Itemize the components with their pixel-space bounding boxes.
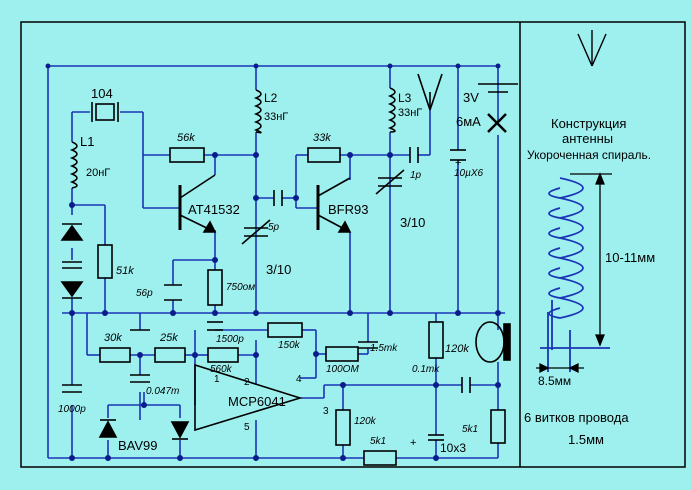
label-r120k-b: 120k [354,416,377,427]
resistor-100 [325,346,359,362]
label-c15mk: 1.5mk [370,343,398,354]
frame [20,21,686,468]
opamp [194,363,303,432]
label-r33k: 33k [313,132,331,144]
label-l1: L1 [80,134,94,149]
resistor-56k [169,147,205,163]
antenna-title-1: Конструкция [551,116,626,131]
resistor-51k [97,244,113,279]
label-trim2: 3/10 [400,215,425,230]
label-trim1: 3/10 [266,262,291,277]
label-c1p: 1p [410,170,422,181]
label-r120k-a: 120k [445,343,469,355]
varicap-upper [60,224,84,241]
label-pin5: 5 [244,422,250,433]
label-l1-value: 20нГ [86,167,110,179]
label-cap-104: 104 [91,86,113,101]
label-l3: L3 [398,91,412,105]
label-c0047: 0.047m [146,386,179,397]
resistor-120k-a [428,321,444,359]
circuit-wires [47,65,505,459]
antenna-title-2: антенны [562,131,613,146]
label-r56k: 56k [177,132,195,144]
label-c10u: 10µX6 [454,168,484,179]
antenna-height: 10-11мм [605,250,655,265]
resistor-5k1-b [490,409,506,444]
antenna-diameter: 8.5мм [538,374,571,388]
resistor-120k-b [335,409,351,446]
label-6ma: 6мА [456,114,481,129]
label-r560k: 560k [210,364,233,375]
components [60,73,518,466]
antenna-panel: Конструкция антенны Укороченная спираль. [524,30,655,447]
label-q1: AT41532 [188,202,240,217]
label-c56p: 56p [136,288,153,299]
resistor-750 [207,269,223,306]
label-r25k: 25k [159,332,178,344]
label-l3-value: 33нГ [398,107,422,119]
label-c10x3: 10x3 [440,441,466,455]
helix-coil [540,177,610,372]
resistor-25k [154,347,186,363]
resistor-560k [207,347,239,363]
label-c1500: 1500p [216,334,244,345]
label-opamp: MCP6041 [228,394,286,409]
antenna-title-3: Укороченная спираль. [527,148,651,162]
antenna-turns: 6 витков провода [524,410,629,425]
label-r100: 100ОМ [326,364,359,375]
antenna-wire: 1.5мм [568,432,604,447]
label-plus-c10u: + [455,157,461,169]
label-bav99: BAV99 [118,438,158,453]
resistor-33k [307,147,341,163]
label-pin1: 1 [214,374,220,385]
resistor-5k1-a [363,450,397,466]
label-c1000: 1000p [58,404,86,415]
inductor-l3 [387,87,396,133]
varicap-lower [60,281,84,298]
label-q2: BFR93 [328,202,368,217]
junction-dots [45,63,501,461]
resistor-30k [99,347,131,363]
label-3v: 3V [463,90,479,105]
label-r51k: 51k [116,265,134,277]
label-pin2: 2 [244,377,250,388]
label-r30k: 30k [104,332,122,344]
label-l2-value: 33нГ [264,111,288,123]
component-labels: 104 L1 20нГ L2 33нГ L3 33нГ 56k 33k AT41… [58,86,484,455]
label-l2: L2 [264,91,278,105]
crystal [95,103,115,121]
label-plus-c10x3: + [410,437,416,449]
inductor-l2 [253,89,262,134]
label-r750: 750ом [226,282,255,293]
label-c01mk: 0.1mk [412,364,440,375]
label-r150k: 150k [278,340,301,351]
label-c5p: 5p [268,222,280,233]
label-r5k1-b: 5k1 [462,424,478,435]
resistor-150k [267,322,303,338]
label-pin4: 4 [296,374,302,385]
label-pin3: 3 [323,406,329,417]
label-r5k1-a: 5k1 [370,436,386,447]
inductor-l1 [69,141,78,189]
